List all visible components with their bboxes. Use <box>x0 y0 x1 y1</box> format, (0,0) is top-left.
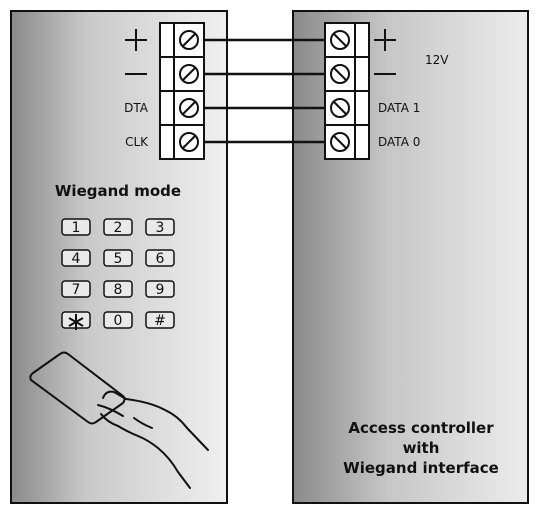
screw-terminal-icon <box>179 64 199 84</box>
keypad-key-label: 4 <box>72 251 81 267</box>
plus-icon <box>374 29 396 51</box>
screw-terminal-icon <box>330 64 350 84</box>
keypad-key-label: 7 <box>72 282 81 298</box>
keypad-key-label: 9 <box>156 282 165 298</box>
keypad-key-label: 2 <box>114 220 123 236</box>
keypad-key: 8 <box>103 280 133 298</box>
keypad-key-label: 1 <box>72 220 81 236</box>
reader-terminal-label-clk: CLK <box>125 135 149 149</box>
screw-terminal-icon <box>179 132 199 152</box>
controller-title-line-1: Access controller <box>348 419 494 437</box>
controller-voltage-label: 12V <box>425 53 449 67</box>
reader-terminal-label-dta: DTA <box>124 101 149 115</box>
reader-terminal-block <box>159 22 205 160</box>
asterisk-icon <box>68 314 84 330</box>
keypad-key: 0 <box>103 311 133 329</box>
wires <box>204 38 325 144</box>
keypad-key: 3 <box>145 218 175 236</box>
keypad-key: 5 <box>103 249 133 267</box>
plus-icon <box>125 29 147 51</box>
keypad-key <box>61 311 91 330</box>
keypad-key: 2 <box>103 218 133 236</box>
keypad-key-label: 3 <box>156 220 165 236</box>
keypad-key: # <box>145 311 175 329</box>
card-in-hand-icon <box>29 351 209 489</box>
keypad: 1 2 3 4 5 6 7 8 9 0 # <box>61 218 175 330</box>
keypad-key: 6 <box>145 249 175 267</box>
keypad-key-label: 6 <box>156 251 165 267</box>
controller-title-line-3: Wiegand interface <box>343 459 499 477</box>
keypad-key: 7 <box>61 280 91 298</box>
keypad-key: 1 <box>61 218 91 236</box>
screw-terminal-icon <box>179 98 199 118</box>
keypad-key: 9 <box>145 280 175 298</box>
keypad-key: 4 <box>61 249 91 267</box>
screw-terminal-icon <box>330 132 350 152</box>
controller-terminal-block <box>324 22 370 160</box>
controller-terminal-label-data1: DATA 1 <box>378 101 420 115</box>
screw-terminal-icon <box>179 30 199 50</box>
controller-title-line-2: with <box>403 439 440 457</box>
screw-terminal-icon <box>330 98 350 118</box>
keypad-key-label: 8 <box>114 282 123 298</box>
keypad-key-label: # <box>154 313 166 329</box>
screw-terminal-icon <box>330 30 350 50</box>
keypad-key-label: 0 <box>114 313 123 329</box>
keypad-key-label: 5 <box>114 251 123 267</box>
reader-mode-label: Wiegand mode <box>55 182 181 200</box>
controller-terminal-label-data0: DATA 0 <box>378 135 420 149</box>
